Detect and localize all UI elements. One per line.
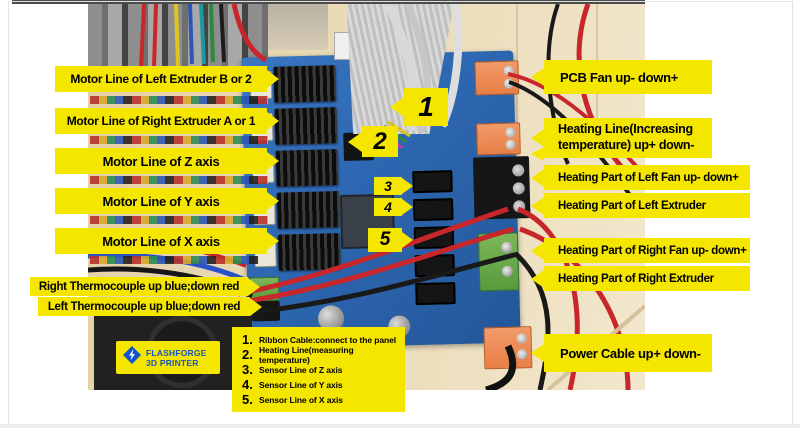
label-right-thermocouple: Right Thermocouple up blue;down red (30, 277, 248, 296)
legend-num: 4. (242, 377, 253, 392)
legend-num: 2. (242, 347, 253, 362)
aux-connector-1 (414, 254, 456, 278)
left-extruder-heat-terminal (472, 156, 531, 220)
label-power-cable: Power Cable up+ down- (544, 334, 712, 372)
sensor-connector-x (413, 226, 455, 250)
legend-item-4: 4. Sensor Line of Y axis (242, 377, 405, 392)
label-motor-right-extruder: Motor Line of Right Extruder A or 1 (55, 108, 267, 134)
legend-item-1: 1. Ribbon Cable:connect to the panel (242, 332, 405, 347)
callout-3-sensor-z: 3 (374, 177, 402, 195)
power-terminal (483, 326, 533, 370)
wire-strip (90, 216, 268, 224)
label-motor-z-axis: Motor Line of Z axis (55, 148, 267, 174)
stepper-driver-1 (273, 65, 337, 103)
label-left-thermocouple: Left Thermocouple up blue;down red (38, 297, 250, 316)
legend-text: Sensor Line of Z axis (259, 364, 343, 375)
label-heating-line: Heating Line(Increasing temperature) up+… (531, 118, 712, 161)
label-right-extruder-heating: Heating Part of Right Extruder (544, 266, 750, 291)
logo-line-2: 3D PRINTER (146, 357, 199, 368)
bottom-band (0, 424, 800, 428)
legend-text: Heating Line(measuring temperature) (259, 344, 354, 365)
wire-strip (90, 96, 268, 104)
legend-item-5: 5. Sensor Line of X axis (242, 392, 405, 407)
pcb-fan-terminal (474, 60, 520, 96)
label-motor-y-axis: Motor Line of Y axis (55, 188, 267, 214)
label-motor-x-axis: Motor Line of X axis (55, 228, 267, 254)
legend-text: Ribbon Cable:connect to the panel (259, 334, 396, 345)
flashforge-logo: FLASHFORGE 3D PRINTER (116, 341, 220, 374)
label-left-fan-heating: Heating Part of Left Fan up- down+ (544, 165, 750, 190)
label-pcb-fan: PCB Fan up- down+ (544, 60, 712, 94)
stepper-driver-5 (277, 233, 341, 271)
legend-num: 3. (242, 362, 253, 377)
callout-4-sensor-y: 4 (374, 198, 402, 216)
right-extruder-heat-terminal (477, 232, 520, 292)
frame-corner (268, 4, 328, 50)
label-right-fan-heating: Heating Part of Right Fan up- down+ (544, 238, 750, 263)
callout-1-ribbon-cable: 1 (404, 88, 448, 126)
legend-item-2: 2. Heating Line(measuring temperature) (242, 344, 405, 365)
logo-text: FLASHFORGE 3D PRINTER (146, 348, 207, 368)
stepper-driver-3 (275, 149, 339, 187)
legend-num: 1. (242, 332, 253, 347)
sensor-connector-y (412, 198, 454, 222)
aux-connector-2 (415, 282, 456, 306)
heating-line-terminal (476, 122, 521, 156)
legend-text: Sensor Line of X axis (259, 394, 343, 405)
legend-box: 1. Ribbon Cable:connect to the panel 2. … (232, 327, 405, 412)
wire-strip (90, 256, 258, 264)
lightning-bolt-icon (123, 346, 141, 369)
callout-2-heating-line: 2 (362, 126, 398, 157)
label-motor-left-extruder: Motor Line of Left Extruder B or 2 (55, 66, 267, 92)
photo-top-edge (12, 0, 645, 4)
legend-text: Sensor Line of Y axis (259, 379, 343, 390)
wire-strip (90, 176, 268, 184)
logo-line-1: FLASHFORGE (146, 347, 207, 358)
stepper-driver-4 (276, 191, 340, 229)
legend-item-3: 3. Sensor Line of Z axis (242, 362, 405, 377)
sensor-connector-z (412, 170, 453, 194)
legend-num: 5. (242, 392, 253, 407)
stepper-driver-2 (274, 107, 338, 145)
wire-strip (90, 136, 268, 144)
callout-5-sensor-x: 5 (368, 228, 402, 252)
label-left-extruder-heating: Heating Part of Left Extruder (544, 193, 750, 218)
